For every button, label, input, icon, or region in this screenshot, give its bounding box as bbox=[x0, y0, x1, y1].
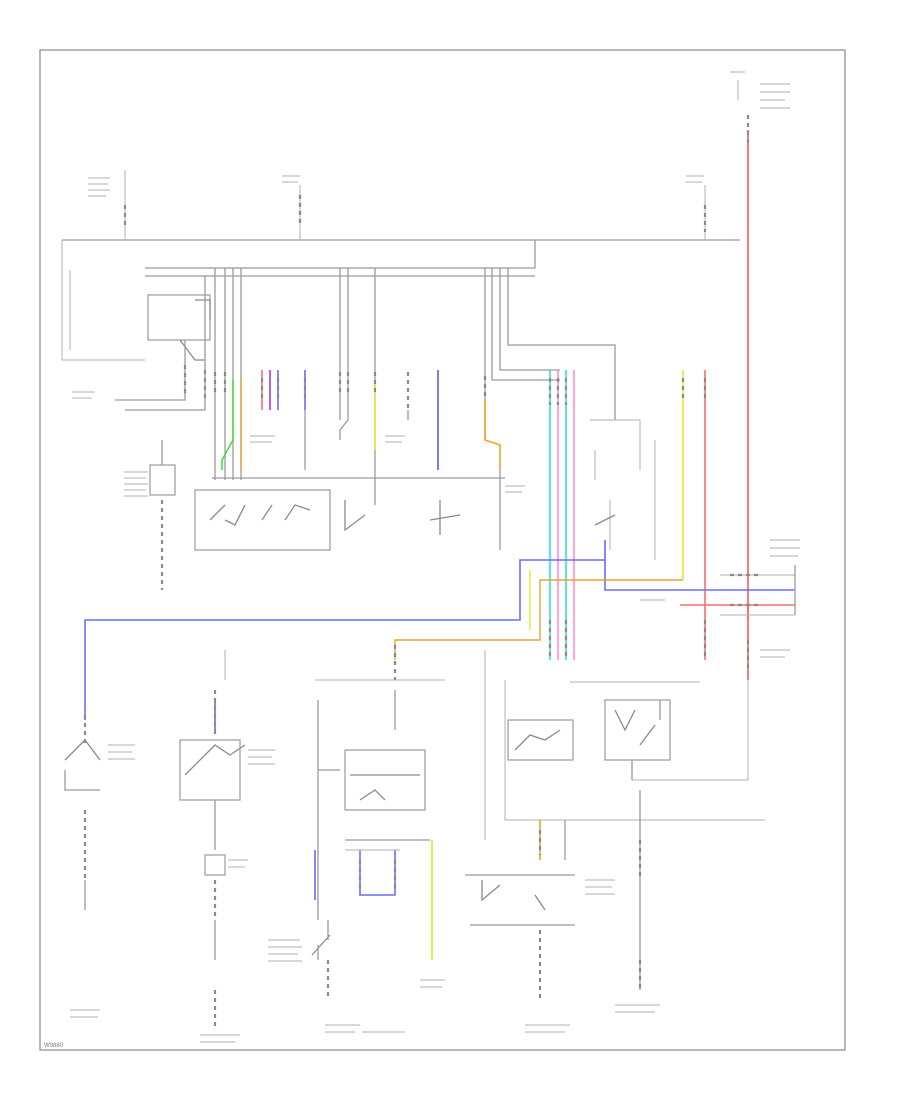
corner-code: W9880 bbox=[44, 1043, 64, 1049]
center-module bbox=[317, 645, 433, 960]
connector-dashes-center bbox=[213, 372, 487, 410]
orange-yellow-returns bbox=[394, 570, 795, 660]
top-bus bbox=[61, 239, 740, 361]
center-switch-row bbox=[194, 470, 501, 551]
left-control-unit bbox=[149, 440, 176, 590]
bottom-middle-switch bbox=[311, 920, 331, 1000]
right-verticals bbox=[681, 80, 750, 680]
colored-wires-center bbox=[221, 370, 501, 470]
fine-print-marks bbox=[70, 71, 800, 1043]
blue-bus bbox=[84, 540, 795, 900]
center-bundle bbox=[214, 268, 616, 480]
top-left-relay-group bbox=[123, 170, 707, 240]
right-relay-boxes bbox=[507, 699, 671, 780]
bottom-right-switch bbox=[465, 790, 642, 1000]
right-center-relays bbox=[548, 370, 656, 660]
left-bottom-switches bbox=[64, 690, 246, 1030]
left-relay-box bbox=[115, 276, 211, 411]
lower-center-bus bbox=[224, 650, 765, 840]
ground-run-center bbox=[212, 410, 505, 479]
diagram-frame bbox=[39, 49, 846, 1051]
right-connector bbox=[730, 565, 796, 615]
